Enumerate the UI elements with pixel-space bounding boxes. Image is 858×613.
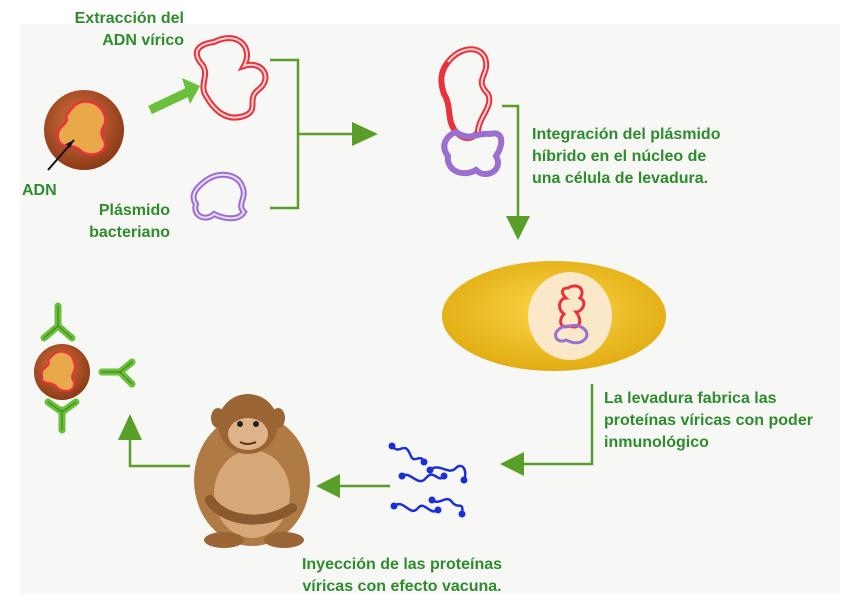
protein-nodes xyxy=(388,442,468,518)
antibody-outline xyxy=(43,305,133,431)
extraction-arrow xyxy=(148,78,200,115)
plasmid-label: Plásmido bacteriano xyxy=(89,202,170,241)
neutralized-virus-icon xyxy=(34,344,90,400)
integration-label: Integración del plásmido híbrido en el n… xyxy=(532,126,721,187)
dna-strand-icon xyxy=(193,35,269,121)
dna-label: ADN xyxy=(22,182,57,199)
immune-response-connector xyxy=(118,414,190,468)
hybrid-plasmid-icon xyxy=(438,46,505,177)
monkey-icon xyxy=(194,394,310,548)
protein-chain-icon xyxy=(391,445,467,515)
production-arrow-head xyxy=(500,452,524,476)
injection-label: Inyección de las proteínas víricas con e… xyxy=(301,556,503,595)
integration-connector xyxy=(502,104,520,222)
yeast-cell-icon xyxy=(442,261,666,371)
integration-arrow-head xyxy=(506,216,530,240)
combine-arrow-head xyxy=(352,122,378,146)
virus-icon xyxy=(44,90,124,171)
extraction-label: Extracción del ADN vírico xyxy=(74,10,184,49)
production-connector xyxy=(516,384,594,466)
injection-arrow xyxy=(316,474,390,498)
plasmid-icon xyxy=(190,171,248,222)
combine-bracket xyxy=(270,58,360,210)
yeast-production-label: La levadura fabrica las proteínas vírica… xyxy=(604,390,813,451)
